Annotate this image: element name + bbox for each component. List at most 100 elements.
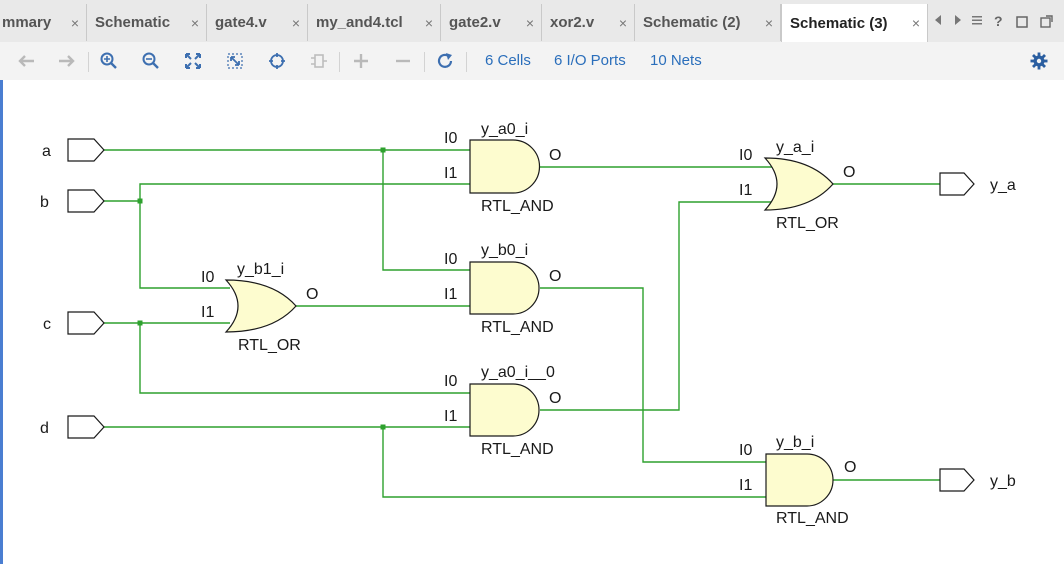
- gate-y-a0-i-0[interactable]: y_a0_i__0 I0 I1 O RTL_AND: [444, 364, 561, 458]
- gate-name: y_a0_i__0: [481, 364, 555, 381]
- net-d-branch[interactable]: [382, 427, 766, 498]
- tab-label: gate4.v: [215, 14, 267, 31]
- net-c-branch[interactable]: [139, 323, 470, 394]
- net-y-a0-0[interactable]: [540, 201, 773, 411]
- port-label-a: a: [42, 143, 51, 160]
- gate-name: y_a0_i: [481, 121, 528, 138]
- pin-label: O: [549, 147, 561, 164]
- forward-arrow-icon[interactable]: [50, 42, 84, 80]
- gate-type: RTL_AND: [481, 319, 554, 336]
- cells-count-link[interactable]: 6 Cells: [485, 52, 531, 69]
- gate-y-a0-i[interactable]: y_a0_i I0 I1 O RTL_AND: [444, 121, 561, 215]
- input-port-c[interactable]: [67, 311, 105, 335]
- gate-y-b-i[interactable]: y_b_i I0 I1 O RTL_AND: [739, 434, 856, 527]
- refresh-icon[interactable]: [428, 42, 462, 80]
- output-port-y-a[interactable]: [939, 172, 975, 196]
- toolbar: 6 Cells 6 I/O Ports 10 Nets: [0, 42, 1064, 81]
- tab-bar: mmary × Schematic × gate4.v × my_and4.tc…: [0, 0, 1064, 43]
- back-arrow-icon[interactable]: [9, 42, 43, 80]
- pin-label: O: [549, 390, 561, 407]
- tab-schematic-3[interactable]: Schematic (3) ×: [781, 4, 928, 42]
- close-icon[interactable]: ×: [764, 14, 773, 31]
- close-icon[interactable]: ×: [424, 14, 433, 31]
- tab-label: mmary: [2, 14, 52, 31]
- port-label-d: d: [40, 420, 49, 437]
- tab-label: Schematic (3): [790, 14, 888, 32]
- close-icon[interactable]: ×: [70, 14, 79, 31]
- tab-scroll-right-icon[interactable]: [954, 15, 962, 25]
- gate-name: y_b_i: [776, 434, 814, 451]
- close-icon[interactable]: ×: [291, 14, 300, 31]
- gate-name: y_b1_i: [237, 261, 284, 278]
- zoom-out-icon[interactable]: [134, 42, 168, 80]
- zoom-area-icon[interactable]: [218, 42, 252, 80]
- maximize-icon[interactable]: [1040, 15, 1053, 28]
- restore-icon[interactable]: [1016, 16, 1028, 28]
- pin-label: I1: [444, 165, 457, 182]
- close-icon[interactable]: ×: [190, 14, 199, 31]
- crosshair-icon[interactable]: [260, 42, 294, 80]
- nets-count-link[interactable]: 10 Nets: [650, 52, 702, 69]
- gate-type: RTL_AND: [481, 441, 554, 458]
- pin-label: I0: [201, 269, 214, 286]
- tab-list-icon[interactable]: [972, 15, 982, 25]
- collapse-icon[interactable]: [302, 42, 336, 80]
- schematic-diagram: a b c d y_a y_b y_a0_i I0 I1 O RTL_AND y…: [40, 121, 1016, 527]
- pin-label: I1: [444, 286, 457, 303]
- net-a-branch[interactable]: [382, 150, 470, 271]
- output-port-y-b[interactable]: [939, 468, 975, 492]
- fit-view-icon[interactable]: [176, 42, 210, 80]
- expand-plus-icon[interactable]: [344, 42, 378, 80]
- gear-icon[interactable]: [1022, 42, 1056, 80]
- junction-dot: [137, 320, 143, 326]
- tab-label: Schematic (2): [643, 14, 741, 31]
- tab-label: Schematic: [95, 14, 171, 31]
- tab-schematic[interactable]: Schematic ×: [87, 4, 207, 41]
- tab-summary[interactable]: mmary ×: [0, 4, 87, 41]
- gate-type: RTL_OR: [238, 337, 301, 354]
- io-ports-count-link[interactable]: 6 I/O Ports: [554, 52, 626, 69]
- tab-scroll-left-icon[interactable]: [934, 15, 942, 25]
- junction-dot: [380, 147, 386, 153]
- net-b[interactable]: [104, 183, 470, 202]
- close-icon[interactable]: ×: [618, 14, 627, 31]
- tab-my-and4-tcl[interactable]: my_and4.tcl ×: [308, 4, 441, 41]
- close-icon[interactable]: ×: [911, 15, 920, 31]
- pin-label: I0: [739, 442, 752, 459]
- gate-y-b1-i[interactable]: y_b1_i I0 I1 O RTL_OR: [201, 261, 318, 354]
- port-label-y-b: y_b: [990, 473, 1016, 490]
- junction-dot: [380, 424, 386, 430]
- pin-label: I0: [444, 251, 457, 268]
- close-icon[interactable]: ×: [525, 14, 534, 31]
- net-y-b0[interactable]: [540, 287, 766, 463]
- pin-label: I1: [739, 477, 752, 494]
- gate-y-a-i[interactable]: y_a_i I0 I1 O RTL_OR: [739, 139, 855, 232]
- tab-label: xor2.v: [550, 14, 595, 31]
- help-icon[interactable]: ?: [993, 14, 1005, 28]
- pin-label: O: [844, 459, 856, 476]
- port-label-b: b: [40, 194, 49, 211]
- pin-label: I1: [201, 304, 214, 321]
- pin-label: I0: [739, 147, 752, 164]
- zoom-in-icon[interactable]: [92, 42, 126, 80]
- tab-schematic-2[interactable]: Schematic (2) ×: [635, 4, 781, 41]
- schematic-canvas[interactable]: a b c d y_a y_b y_a0_i I0 I1 O RTL_AND y…: [0, 80, 1064, 564]
- tab-xor2-v[interactable]: xor2.v ×: [542, 4, 635, 41]
- gate-y-b0-i[interactable]: y_b0_i I0 I1 O RTL_AND: [444, 242, 561, 336]
- input-port-a[interactable]: [67, 138, 105, 162]
- pin-label: O: [843, 164, 855, 181]
- pin-label: I1: [739, 182, 752, 199]
- input-port-b[interactable]: [67, 189, 105, 213]
- pin-label: I0: [444, 130, 457, 147]
- tab-gate2-v[interactable]: gate2.v ×: [441, 4, 542, 41]
- input-port-d[interactable]: [67, 415, 105, 439]
- port-label-y-a: y_a: [990, 177, 1016, 194]
- svg-text:?: ?: [994, 14, 1003, 28]
- tab-gate4-v[interactable]: gate4.v ×: [207, 4, 308, 41]
- collapse-minus-icon[interactable]: [386, 42, 420, 80]
- tab-label: my_and4.tcl: [316, 14, 403, 31]
- gate-type: RTL_AND: [776, 510, 849, 527]
- tab-label: gate2.v: [449, 14, 501, 31]
- net-b-branch[interactable]: [139, 201, 230, 289]
- pin-label: O: [306, 286, 318, 303]
